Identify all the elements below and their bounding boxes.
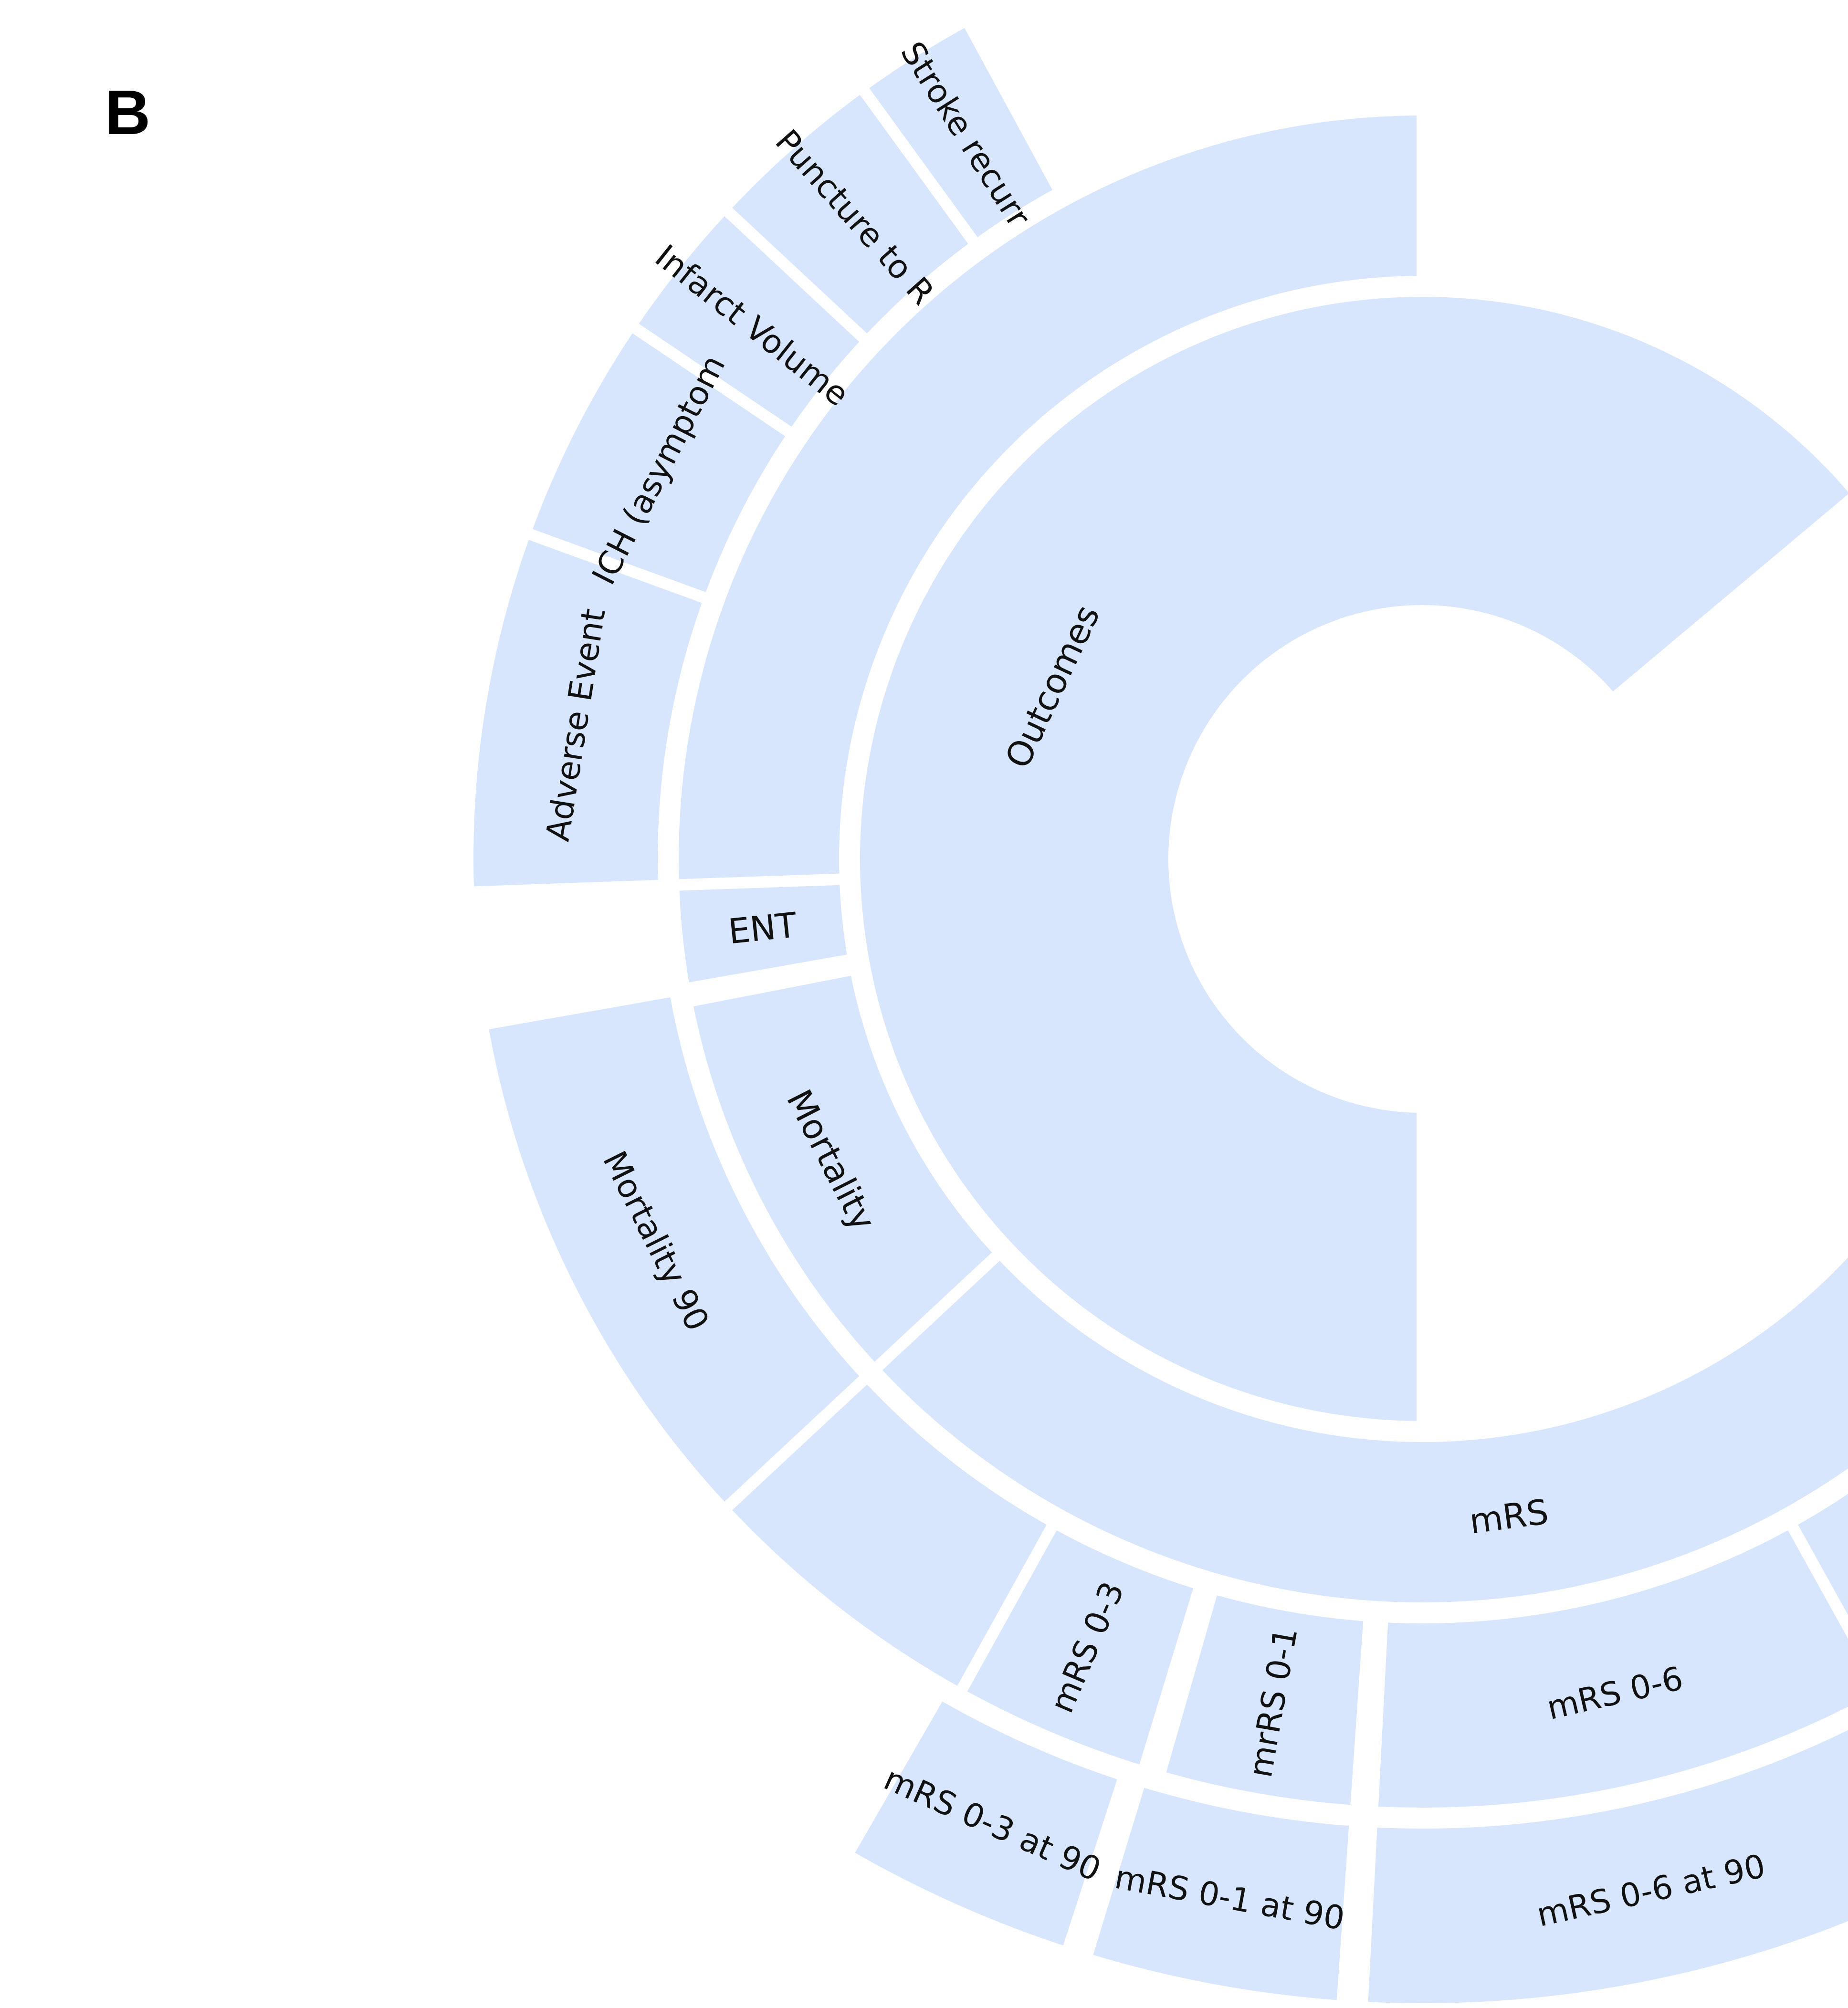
segment-mortality[interactable] — [680, 962, 1008, 1378]
segment-mortality-90[interactable] — [475, 984, 876, 1518]
segment-stroke-recurr[interactable] — [853, 12, 1068, 253]
segment-mrrs-0-1[interactable] — [1152, 1581, 1376, 1817]
segment-unlabeled-29[interactable] — [667, 104, 1428, 891]
segment-mrs-0-6[interactable] — [1366, 1515, 1848, 1819]
segment-outcomes[interactable] — [849, 285, 1848, 1433]
label-ent: ENT — [726, 905, 799, 952]
sunburst-segments — [462, 12, 1848, 2008]
segment-mrs-0-1-at-90[interactable] — [1079, 1773, 1361, 2008]
segment-mrs-0-3-at-90[interactable] — [839, 1685, 1132, 1960]
segment-mrs[interactable] — [866, 1130, 1848, 1614]
panel-label: B — [105, 77, 151, 147]
segment-mrs-0-6-at-90[interactable] — [1356, 1710, 1848, 2008]
